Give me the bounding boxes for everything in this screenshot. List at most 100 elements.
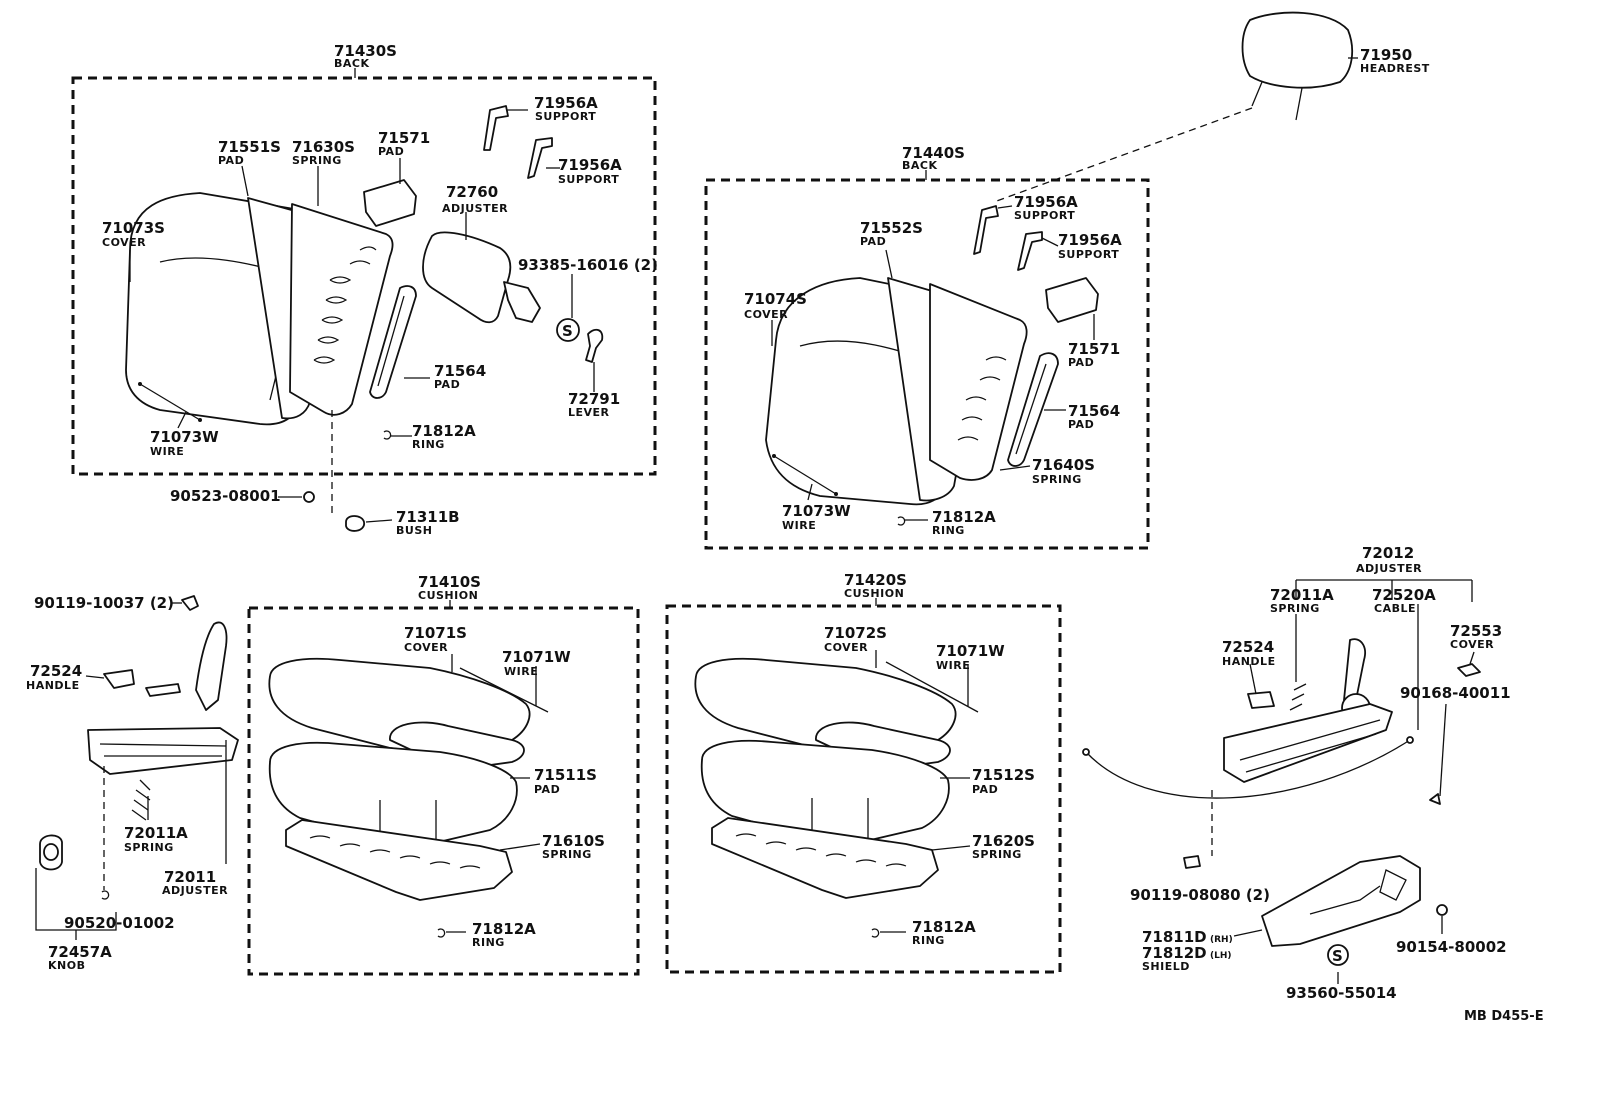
seat-shield-icon: S [1261,855,1448,966]
part-name: PAD [434,378,460,391]
part-number: 71073W [782,502,851,520]
part-number: 72520A [1372,586,1436,604]
part-number: 71551S [218,138,281,156]
part-number: 90119-10037 (2) [34,594,174,612]
part-number: 71956A [1014,193,1078,211]
part-number: 72524 [1222,638,1274,656]
seat-cushion-icon [268,657,549,938]
part-name: COVER [404,641,448,654]
part-name: WIRE [504,665,538,678]
part-name: SUPPORT [1058,248,1119,261]
part-name: SPRING [1032,473,1082,486]
part-name: SPRING [292,154,342,167]
part-number: 72553 [1450,622,1502,640]
part-name: COVER [744,308,788,321]
part-number: 93560-55014 [1286,984,1397,1002]
part-number: 90154-80002 [1396,938,1507,956]
part-number: 72457A [48,943,112,961]
part-number: 72524 [30,662,82,680]
part-number: 71552S [860,219,923,237]
part-name: COVER [102,236,146,249]
part-name: SUPPORT [558,173,619,186]
part-number: 90523-08001 [170,487,281,505]
part-number: 71074S [744,290,807,308]
seat-back-icon [765,205,1099,526]
seat-cushion-icon [694,657,979,938]
part-number: 72011A [1270,586,1334,604]
part-name: COVER [1450,638,1494,651]
part-number: 71512S [972,766,1035,784]
group-number-adjuster: 72012 [1362,544,1414,562]
group-name-back-left: BACK [334,57,370,70]
group-number-cushion-right: 71420S [844,571,907,589]
part-number: 71564 [1068,402,1120,420]
part-number: 72011 [164,868,216,886]
part-number: 71571 [1068,340,1120,358]
group-box-cushion-left [247,606,640,976]
part-number: 90168-40011 [1400,684,1511,702]
part-name: SPRING [124,841,174,854]
part-name: SUPPORT [535,110,596,123]
part-name: COVER [824,641,868,654]
part-name: PAD [1068,418,1094,431]
seat-track-icon [35,595,239,940]
part-name: SHIELD [1142,960,1190,973]
part-number: 71812A [412,422,476,440]
part-name: RING [472,936,505,949]
part-name: HANDLE [1222,655,1276,668]
part-name: PAD [972,783,998,796]
part-name: RING [932,524,965,537]
part-number: 71956A [558,156,622,174]
part-name: SUPPORT [1014,209,1075,222]
part-variant: (RH) [1210,935,1233,945]
group-name-back-right: BACK [902,159,938,172]
part-number: 71812A [932,508,996,526]
seat-back-icon: S [125,105,604,532]
part-name: SPRING [1270,602,1320,615]
part-number: 90520-01002 [64,914,175,932]
part-name: LEVER [568,406,610,419]
seat-track-icon [1082,579,1481,869]
group-number-back-left: 71430S [334,42,397,60]
group-name-cushion-left: CUSHION [418,589,478,602]
part-number: 71073W [150,428,219,446]
part-name: PAD [534,783,560,796]
leader-lines [85,57,1475,984]
part-name: PAD [1068,356,1094,369]
group-number-cushion-left: 71410S [418,573,481,591]
part-number: 90119-08080 (2) [1130,886,1270,904]
part-number: 71640S [1032,456,1095,474]
group-name-adjuster: ADJUSTER [1356,562,1422,575]
group-name-cushion-right: CUSHION [844,587,904,600]
part-number: 71812D [1142,944,1207,962]
part-name: WIRE [150,445,184,458]
part-name: WIRE [936,659,970,672]
part-name: ADJUSTER [442,202,508,215]
group-box-cushion-right [665,604,1062,974]
callout-labels: 71956A SUPPORT 71956A SUPPORT 71551S PAD… [26,46,1544,1024]
part-name: PAD [860,235,886,248]
part-number: 93385-16016 (2) [518,256,658,274]
part-name: CABLE [1374,602,1416,615]
part-number: 71956A [1058,231,1122,249]
part-number: 71311B [396,508,460,526]
part-name: ADJUSTER [162,884,228,897]
part-number: 71812A [912,918,976,936]
part-name: RING [412,438,445,451]
part-number: 71071S [404,624,467,642]
part-number: 71511S [534,766,597,784]
part-name: HEADREST [1360,62,1430,75]
part-name: SPRING [542,848,592,861]
part-number: 71072S [824,624,887,642]
part-number: 72760 [446,183,498,201]
part-variant: (LH) [1210,951,1232,961]
part-name: KNOB [48,959,85,972]
diagram-code: MB D455-E [1464,1009,1544,1024]
group-box-back-left [71,76,657,476]
part-number: 71071W [502,648,571,666]
part-number: 71811D [1142,928,1207,946]
part-number: 72791 [568,390,620,408]
part-name: RING [912,934,945,947]
s-mark: S [1332,947,1343,965]
